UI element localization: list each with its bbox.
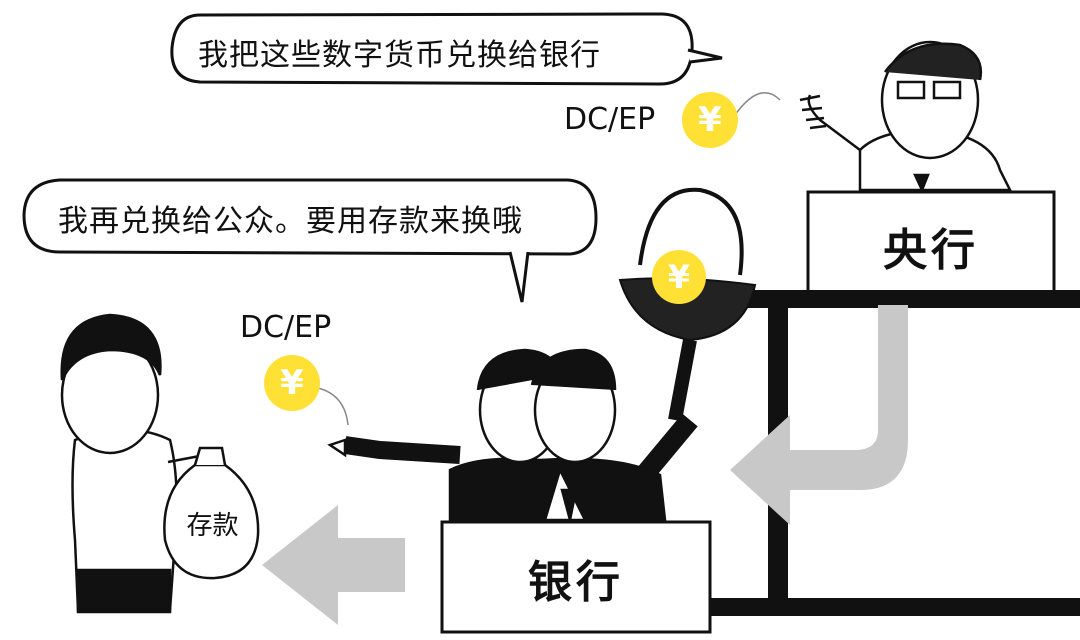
central-bank-official-figure (799, 40, 1013, 194)
bank-desk (440, 520, 712, 634)
basket-icon (618, 187, 757, 422)
speech-bubble-bank (22, 178, 598, 303)
bank-label: 银行 (528, 557, 624, 608)
flow-arrow-bank-to-public (262, 505, 405, 625)
deposit-bag-icon (163, 446, 260, 580)
central-bank-desk (700, 190, 1080, 616)
speech-bubble-central-bank (170, 12, 723, 86)
bank-speech-text: 我再兑换给公众。要用存款来换哦 (58, 204, 523, 239)
dcep-label-top: DC/EP (564, 102, 656, 137)
flow-arrow-central-to-bank (730, 305, 908, 525)
coin-trail-top (734, 91, 781, 116)
bank-officials-figure (327, 348, 698, 522)
public-person-figure (60, 313, 206, 614)
yuan-coin-icon-left: ¥ (264, 355, 320, 411)
coin-trail-left (317, 387, 349, 426)
yuan-coin-icon-basket: ¥ (652, 250, 706, 304)
yuan-coin-icon-top: ¥ (682, 92, 738, 148)
central-bank-speech-text: 我把这些数字货币兑换给银行 (198, 38, 601, 73)
deposit-bag-label: 存款 (186, 511, 239, 541)
central-bank-label: 央行 (883, 225, 979, 276)
dcep-label-left: DC/EP (240, 310, 332, 345)
